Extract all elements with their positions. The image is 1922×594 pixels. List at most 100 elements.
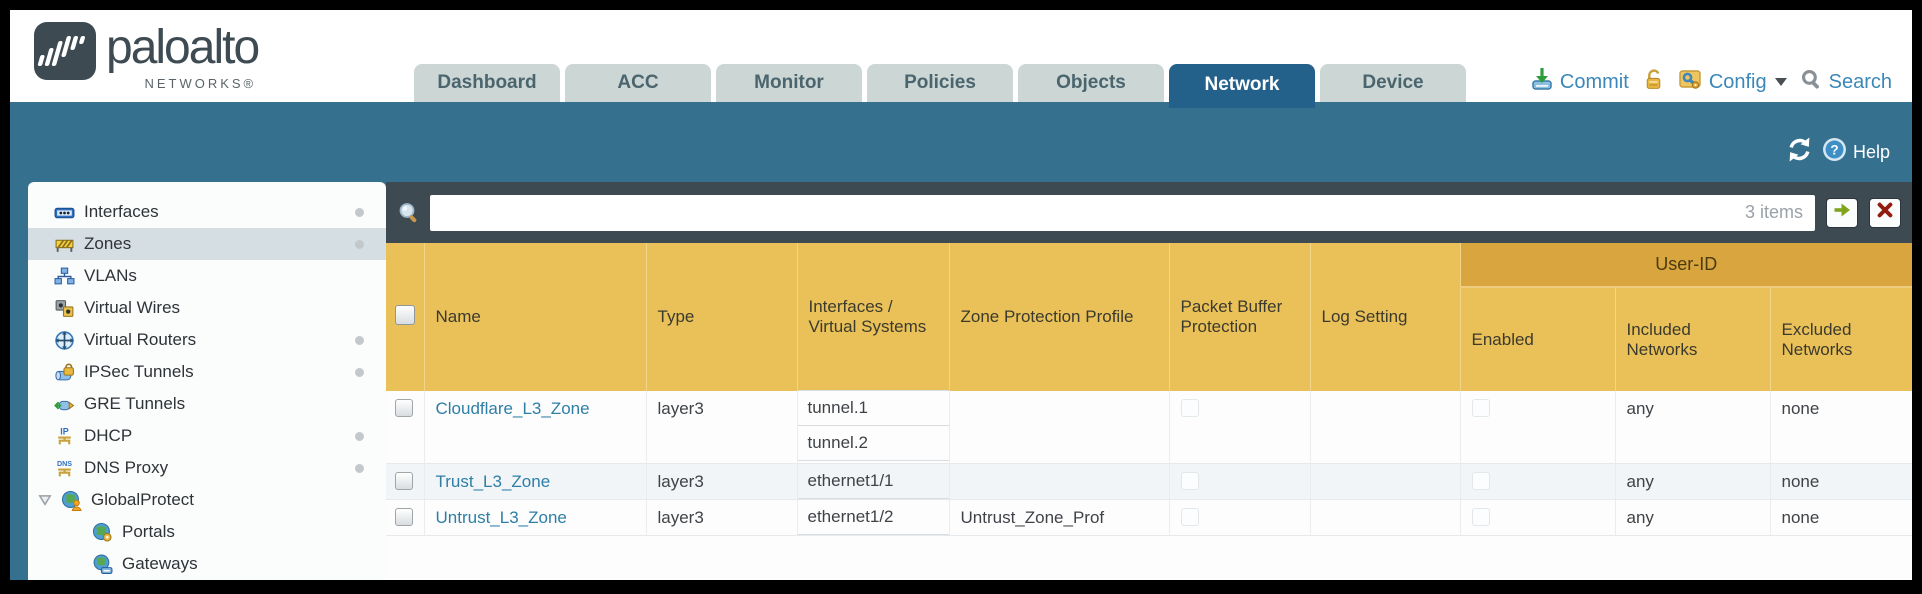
included-networks-cell: any	[1615, 499, 1771, 536]
clear-filter-button[interactable]	[1869, 197, 1901, 228]
user-id-enabled-checkbox[interactable]	[1471, 399, 1490, 417]
zone-type-cell: layer3	[646, 391, 798, 464]
banner-actions: ? Help	[1786, 136, 1890, 168]
zone-type-cell: layer3	[646, 463, 798, 500]
tab-network[interactable]: Network	[1169, 64, 1315, 108]
brand-logo: paloalto NETWORKS®	[34, 22, 260, 91]
zones-icon	[54, 234, 75, 255]
zone-interfaces-cell: ethernet1/1	[796, 462, 950, 500]
column-header-packet-buffer-protection[interactable]: Packet Buffer Protection	[1169, 243, 1311, 391]
svg-text:?: ?	[1830, 143, 1838, 158]
sidebar-item-label: Portals	[122, 522, 175, 541]
interface-item: ethernet1/2	[796, 498, 950, 535]
table-row: Cloudflare_L3_Zone layer3 tunnel.1 tunne…	[386, 390, 1912, 464]
sidebar-item-virtual-wires[interactable]: Virtual Wires	[28, 292, 386, 324]
main-panel: 3 items Name	[386, 182, 1912, 580]
row-checkbox[interactable]	[395, 399, 413, 417]
excluded-networks-cell: none	[1770, 391, 1912, 464]
sidebar-item-label: DHCP	[84, 426, 133, 445]
column-header-type[interactable]: Type	[646, 243, 798, 391]
dhcp-icon: IP	[54, 426, 75, 447]
gateways-icon	[92, 554, 113, 575]
status-dot	[355, 431, 364, 441]
tab-monitor[interactable]: Monitor	[716, 64, 862, 102]
column-header-zone-protection-profile[interactable]: Zone Protection Profile	[949, 243, 1170, 391]
sidebar-item-label: Zones	[84, 234, 132, 253]
sidebar-item-ipsec-tunnels[interactable]: IPSec Tunnels	[28, 356, 386, 388]
column-header-interfaces[interactable]: Interfaces / Virtual Systems	[797, 243, 950, 391]
sidebar-item-dhcp[interactable]: IP DHCP	[28, 420, 386, 452]
column-header-name[interactable]: Name	[424, 243, 647, 391]
column-header-log-setting[interactable]: Log Setting	[1310, 243, 1461, 391]
virtual-routers-icon	[54, 330, 75, 351]
dns-proxy-icon: DNS	[54, 458, 75, 479]
refresh-icon[interactable]	[1786, 136, 1813, 168]
red-x-icon	[1876, 201, 1894, 224]
column-header-enabled[interactable]: Enabled	[1460, 287, 1616, 391]
column-header-included-networks[interactable]: Included Networks	[1615, 287, 1771, 391]
sidebar-item-portals[interactable]: Portals	[28, 516, 386, 548]
packet-buffer-protection-checkbox[interactable]	[1180, 399, 1199, 417]
sidebar-item-globalprotect[interactable]: GlobalProtect	[28, 484, 386, 516]
filter-input-box: 3 items	[430, 194, 1815, 231]
row-checkbox[interactable]	[395, 507, 413, 526]
config-label: Config	[1708, 70, 1767, 93]
excluded-networks-cell: none	[1770, 463, 1912, 500]
status-dot	[355, 335, 364, 345]
gre-tunnels-icon	[54, 394, 75, 415]
expander-triangle-icon[interactable]	[38, 493, 52, 507]
apply-filter-button[interactable]	[1826, 197, 1858, 228]
included-networks-cell: any	[1615, 463, 1771, 500]
log-setting-cell	[1310, 463, 1461, 500]
column-header-excluded-networks[interactable]: Excluded Networks	[1770, 287, 1912, 391]
config-icon	[1678, 67, 1703, 97]
sidebar-item-label: Interfaces	[84, 202, 159, 221]
packet-buffer-protection-checkbox[interactable]	[1180, 471, 1199, 490]
tab-acc[interactable]: ACC	[565, 64, 711, 102]
included-networks-cell: any	[1615, 391, 1771, 464]
search-icon	[1800, 68, 1823, 97]
app-window: paloalto NETWORKS® Dashboard ACC Monitor…	[10, 10, 1912, 580]
column-group-user-id: User-ID	[1460, 243, 1912, 288]
sidebar-item-vlans[interactable]: VLANs	[28, 260, 386, 292]
portals-icon	[92, 522, 113, 543]
top-header: paloalto NETWORKS® Dashboard ACC Monitor…	[10, 10, 1912, 108]
user-id-enabled-checkbox[interactable]	[1471, 507, 1490, 526]
sidebar-item-dns-proxy[interactable]: DNS DNS Proxy	[28, 452, 386, 484]
sidebar-item-zones[interactable]: Zones	[28, 228, 386, 260]
chevron-down-icon	[1774, 78, 1787, 86]
zones-table: Name Type Interfaces / Virtual Systems Z…	[386, 243, 1912, 536]
filter-input[interactable]	[442, 202, 1745, 223]
log-setting-cell	[1310, 499, 1461, 536]
tab-dashboard[interactable]: Dashboard	[414, 64, 560, 102]
zone-name-link[interactable]: Untrust_L3_Zone	[435, 507, 567, 527]
sidebar-item-interfaces[interactable]: Interfaces	[28, 196, 386, 228]
paloalto-logo-icon	[34, 22, 96, 85]
sidebar-item-gateways[interactable]: Gateways	[28, 548, 386, 580]
filter-search-icon[interactable]	[397, 201, 421, 225]
table-row: Trust_L3_Zone layer3 ethernet1/1 any non…	[386, 462, 1912, 500]
packet-buffer-protection-checkbox[interactable]	[1180, 507, 1199, 526]
utility-links: Commit	[1530, 62, 1892, 102]
zone-name-link[interactable]: Trust_L3_Zone	[435, 471, 551, 491]
sidebar-item-label: Virtual Wires	[84, 298, 181, 317]
row-checkbox[interactable]	[395, 471, 413, 490]
config-button[interactable]: Config	[1678, 67, 1787, 97]
zone-interfaces-cell: ethernet1/2	[796, 498, 950, 536]
sidebar-item-virtual-routers[interactable]: Virtual Routers	[28, 324, 386, 356]
tab-objects[interactable]: Objects	[1018, 64, 1164, 102]
commit-button[interactable]: Commit	[1530, 67, 1629, 97]
interfaces-icon	[54, 202, 75, 223]
user-id-enabled-checkbox[interactable]	[1471, 471, 1490, 490]
tab-policies[interactable]: Policies	[867, 64, 1013, 102]
zone-name-link[interactable]: Cloudflare_L3_Zone	[435, 399, 590, 418]
content-area: Interfaces Zones VLANs Virtual Wires Vir…	[10, 182, 1912, 580]
tab-device[interactable]: Device	[1320, 64, 1466, 102]
lock-icon[interactable]	[1642, 68, 1665, 97]
zone-protection-profile-cell	[949, 463, 1170, 500]
search-button[interactable]: Search	[1800, 68, 1892, 97]
sidebar-item-gre-tunnels[interactable]: GRE Tunnels	[28, 388, 386, 420]
commit-icon	[1530, 67, 1554, 97]
select-all-checkbox[interactable]	[395, 304, 415, 325]
help-button[interactable]: ? Help	[1822, 137, 1890, 167]
